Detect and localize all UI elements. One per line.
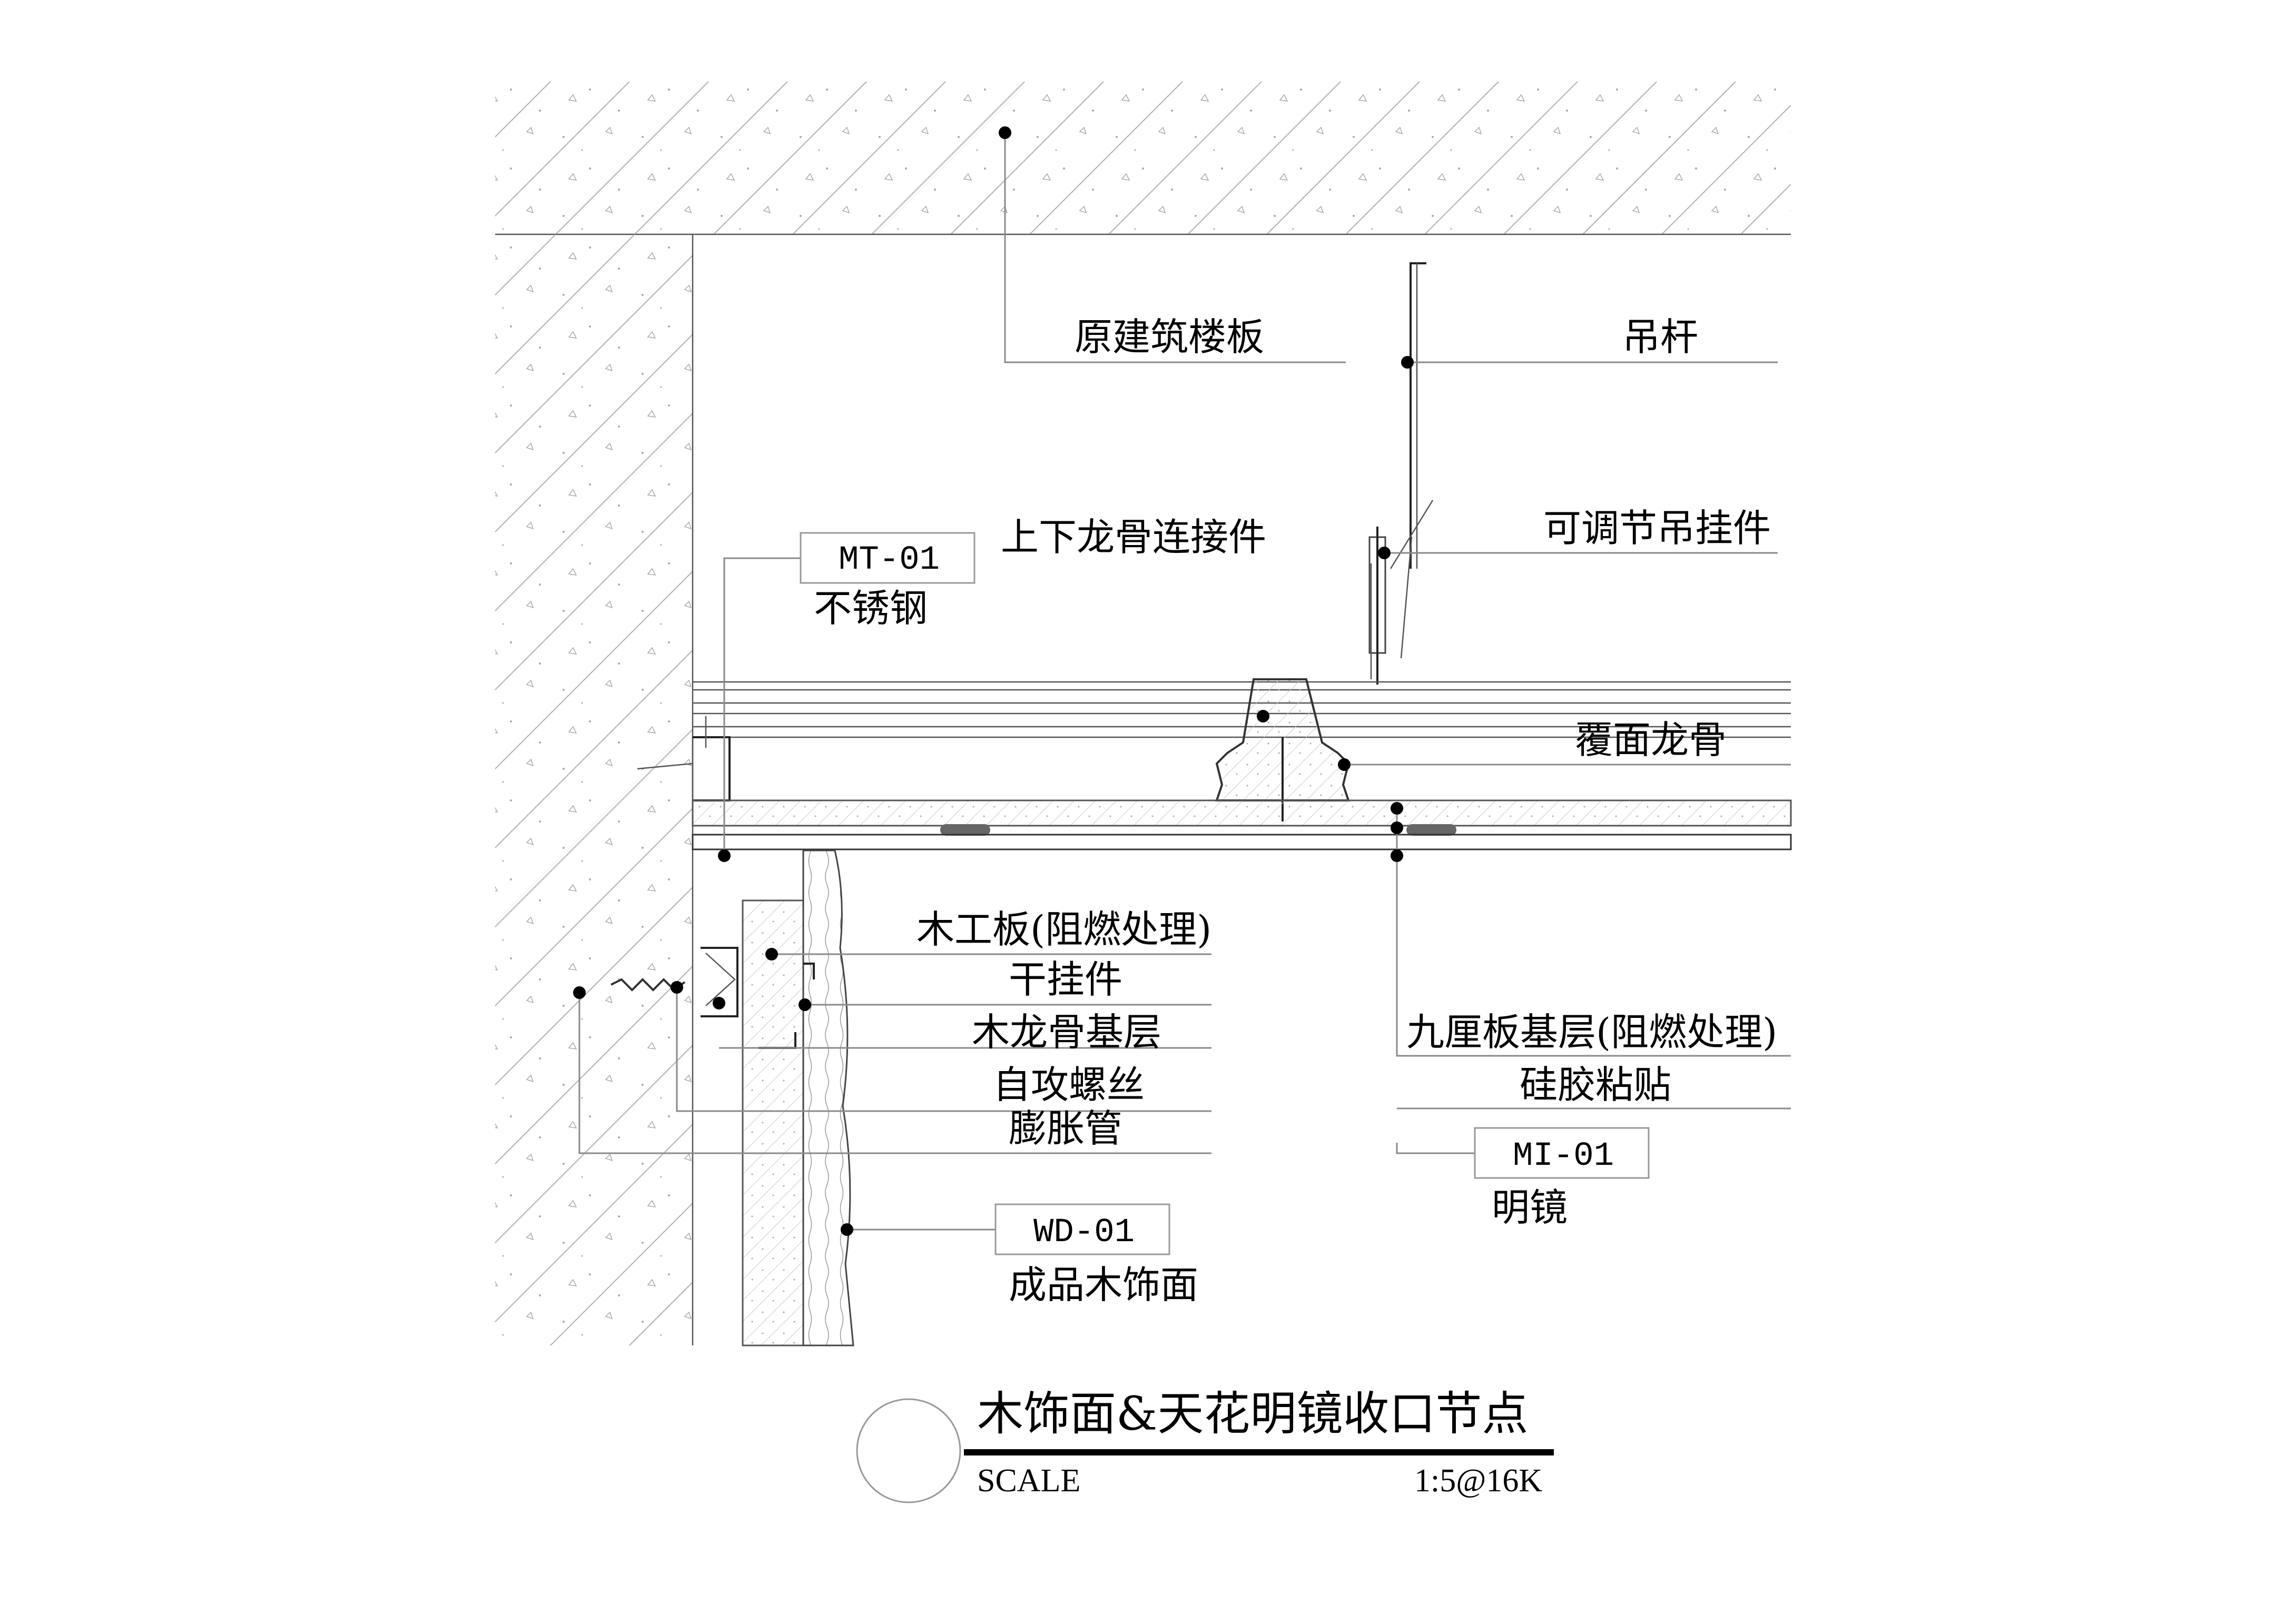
- label-wood-code: WD-01: [1033, 1214, 1135, 1252]
- label-mirror-name: 明镜: [1492, 1185, 1568, 1230]
- label-dry-hanger: 干挂件: [1009, 957, 1122, 1002]
- label-hanger-rod: 吊杆: [1622, 315, 1698, 359]
- concrete-wall: [495, 234, 693, 1345]
- stainless-code-box: [800, 532, 975, 584]
- adjustable-hanger: [1368, 500, 1434, 685]
- label-plywood-base: 九厘板基层(阻燃处理): [1406, 1010, 1777, 1054]
- leader-dots: [573, 126, 1414, 1236]
- label-adjustable-hanger: 可调节吊挂件: [1543, 506, 1771, 550]
- main-keel: [693, 681, 1791, 738]
- floor-slab: [495, 82, 1791, 234]
- label-wood-keel: 木龙骨基层: [972, 1010, 1161, 1054]
- scale-label: SCALE: [977, 1463, 1080, 1499]
- label-blockboard: 木工板(阻燃处理): [917, 907, 1211, 952]
- title-block: 木饰面&天花明镜收口节点 SCALE 1:5@16K: [856, 1387, 1554, 1503]
- label-floor-slab: 原建筑楼板: [1075, 315, 1264, 359]
- label-stainless-code: MT-01: [839, 541, 940, 579]
- label-expansion-tube: 膨胀管: [1009, 1106, 1122, 1151]
- mirror-code-box: [1474, 1127, 1650, 1179]
- label-cover-keel: 覆面龙骨: [1575, 718, 1727, 762]
- plywood-base: [692, 799, 1792, 827]
- hanger-rod: [1410, 262, 1426, 569]
- wood-keel: [742, 899, 804, 1346]
- drawing-title: 木饰面&天花明镜收口节点: [977, 1387, 1528, 1441]
- silicone-pad: [940, 824, 990, 836]
- label-self-tapping-screw: 自攻螺丝: [993, 1063, 1145, 1107]
- label-mirror-code: MI-01: [1513, 1137, 1614, 1175]
- label-stainless-name: 不锈钢: [814, 586, 928, 630]
- title-circle: [856, 1398, 961, 1503]
- scale-value: 1:5@16K: [1414, 1463, 1542, 1499]
- wood-finish-panel: [802, 849, 854, 1346]
- mirror: [692, 834, 1792, 850]
- silicone-pad: [1406, 824, 1456, 836]
- label-silicone: 硅胶粘贴: [1520, 1063, 1671, 1107]
- label-wood-name: 成品木饰面: [1009, 1263, 1198, 1307]
- label-connector: 上下龙骨连接件: [1001, 515, 1266, 559]
- wood-code-box: [994, 1203, 1170, 1255]
